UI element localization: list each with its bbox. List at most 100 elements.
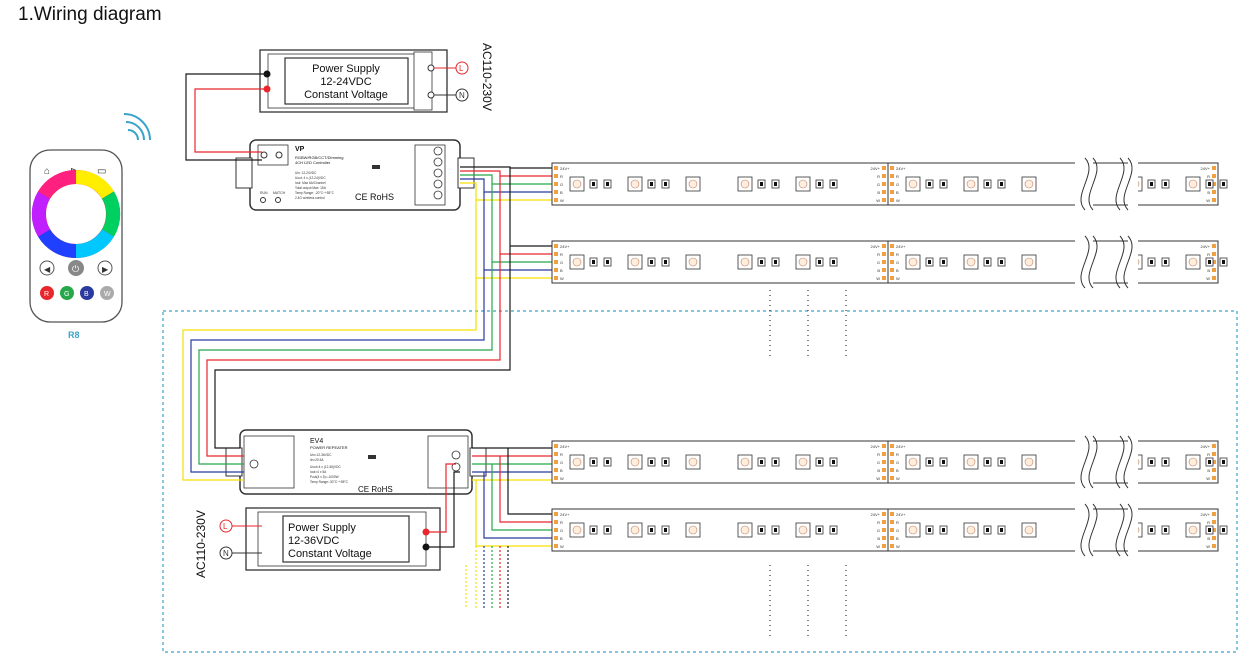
- pad-label: B: [896, 190, 899, 195]
- pad-label: 24V+: [560, 244, 570, 249]
- solder-pad: [554, 468, 558, 472]
- solder-pad: [882, 166, 886, 170]
- pad-label: 24V+: [560, 166, 570, 171]
- solder-pad: [890, 198, 894, 202]
- ev4-spec-0: Uin=12-36VDC: [310, 453, 332, 457]
- pad-label: B: [877, 190, 880, 195]
- solder-pad: [554, 512, 558, 516]
- solder-pad: [882, 182, 886, 186]
- solder-pad: [554, 528, 558, 532]
- remote-r-label: R: [44, 291, 49, 298]
- remote-w-button: [100, 286, 114, 300]
- solder-pad: [554, 174, 558, 178]
- ev4-spec-5: Temp Range:-30°C~+55°C: [310, 480, 349, 484]
- pad-label: B: [560, 468, 563, 473]
- solder-pad: [1212, 252, 1216, 256]
- psu-bottom-line2: 12-36VDC: [288, 535, 339, 547]
- break-mark: [1115, 503, 1125, 557]
- power-supply-bottom: Power Supply 12-36VDC Constant Voltage L…: [194, 507, 441, 578]
- pad-label: W: [1206, 276, 1210, 281]
- pad-label: 24V+: [560, 512, 570, 517]
- pad-label: G: [896, 460, 899, 465]
- pad-label: 24V+: [560, 444, 570, 449]
- solder-pad: [890, 174, 894, 178]
- pad-label: W: [896, 276, 900, 281]
- solder-pad: [882, 244, 886, 248]
- solder-pad: [890, 260, 894, 264]
- led-strips: 24V+RGBW24V+RGBW24V+RGBW24V+RGBW24V+RGBW…: [551, 157, 1228, 557]
- psu-top-line2: 12-24VDC: [320, 76, 371, 88]
- pad-label: B: [1207, 536, 1210, 541]
- solder-pad: [1212, 452, 1216, 456]
- pad-label: W: [560, 476, 564, 481]
- vp-spec-2: Iout: Max 6A/Channel: [295, 181, 326, 185]
- pad-label: 24V+: [896, 444, 906, 449]
- ev4-spec-2: Uout=4 x (12-36)VDC: [310, 465, 341, 469]
- pad-label: 24V+: [1201, 512, 1211, 517]
- ev4-spec-1: Iin=20.5A: [310, 458, 324, 462]
- solder-pad: [890, 468, 894, 472]
- solder-pad: [890, 452, 894, 456]
- remote-w-label: W: [104, 291, 111, 298]
- remote-r-button: [40, 286, 54, 300]
- ev4-spec-4: Pout(4 x 5)=-1000W: [310, 475, 339, 479]
- wires: [182, 73, 552, 548]
- vp-run-label: RUN: [260, 191, 268, 195]
- solder-pad: [882, 252, 886, 256]
- solder-pad: [1212, 190, 1216, 194]
- solder-pad: [1212, 512, 1216, 516]
- pad-label: B: [896, 536, 899, 541]
- solder-pad: [554, 544, 558, 548]
- solder-pad: [890, 182, 894, 186]
- pad-label: B: [1207, 190, 1210, 195]
- pad-label: G: [877, 182, 880, 187]
- solder-pad: [890, 166, 894, 170]
- solder-pad: [554, 536, 558, 540]
- vp-controller: VP RGBW/RGB/CCT/Dimming 4CH LED Controll…: [235, 139, 475, 211]
- pad-label: R: [1207, 174, 1210, 179]
- break-mark: [1115, 435, 1125, 489]
- vp-desc1: RGBW/RGB/CCT/Dimming: [295, 155, 343, 160]
- solder-pad: [554, 476, 558, 480]
- solder-pad: [890, 268, 894, 272]
- solder-pad: [890, 252, 894, 256]
- wireless-signal-icon: [123, 113, 151, 141]
- pad-label: G: [560, 460, 563, 465]
- solder-pad: [882, 476, 886, 480]
- solder-pad: [1212, 460, 1216, 464]
- psu-bottom-l: L: [223, 522, 228, 531]
- vp-spec-3: Total output Max: 15A: [295, 186, 327, 190]
- solder-pad: [882, 444, 886, 448]
- ev4-desc: POWER REPEATER: [310, 445, 348, 450]
- vp-cert: CE RoHS: [355, 192, 394, 202]
- ev4-spec-3: Iout=4 x 5A: [310, 470, 327, 474]
- break-mark: [1080, 503, 1090, 557]
- psu-top-l: L: [459, 64, 464, 73]
- solder-pad: [1212, 182, 1216, 186]
- remote-name: R8: [68, 330, 80, 340]
- pad-label: W: [896, 476, 900, 481]
- vp-spec-4: Temp Range: -20°C~+55°C: [295, 191, 335, 195]
- pad-label: B: [1207, 468, 1210, 473]
- break-mark: [1115, 157, 1125, 211]
- pad-label: G: [877, 260, 880, 265]
- solder-pad: [882, 468, 886, 472]
- solder-pad: [1212, 536, 1216, 540]
- psu-bottom-n: N: [223, 549, 229, 558]
- pad-label: R: [560, 520, 563, 525]
- pad-label: 24V+: [871, 444, 881, 449]
- pad-label: B: [877, 468, 880, 473]
- solder-pad: [890, 444, 894, 448]
- solder-pad: [554, 260, 558, 264]
- solder-pad: [554, 460, 558, 464]
- solder-pad: [1212, 198, 1216, 202]
- solder-pad: [1212, 476, 1216, 480]
- pad-label: B: [896, 468, 899, 473]
- solder-pad: [554, 520, 558, 524]
- solder-pad: [554, 268, 558, 272]
- solder-pad: [1212, 174, 1216, 178]
